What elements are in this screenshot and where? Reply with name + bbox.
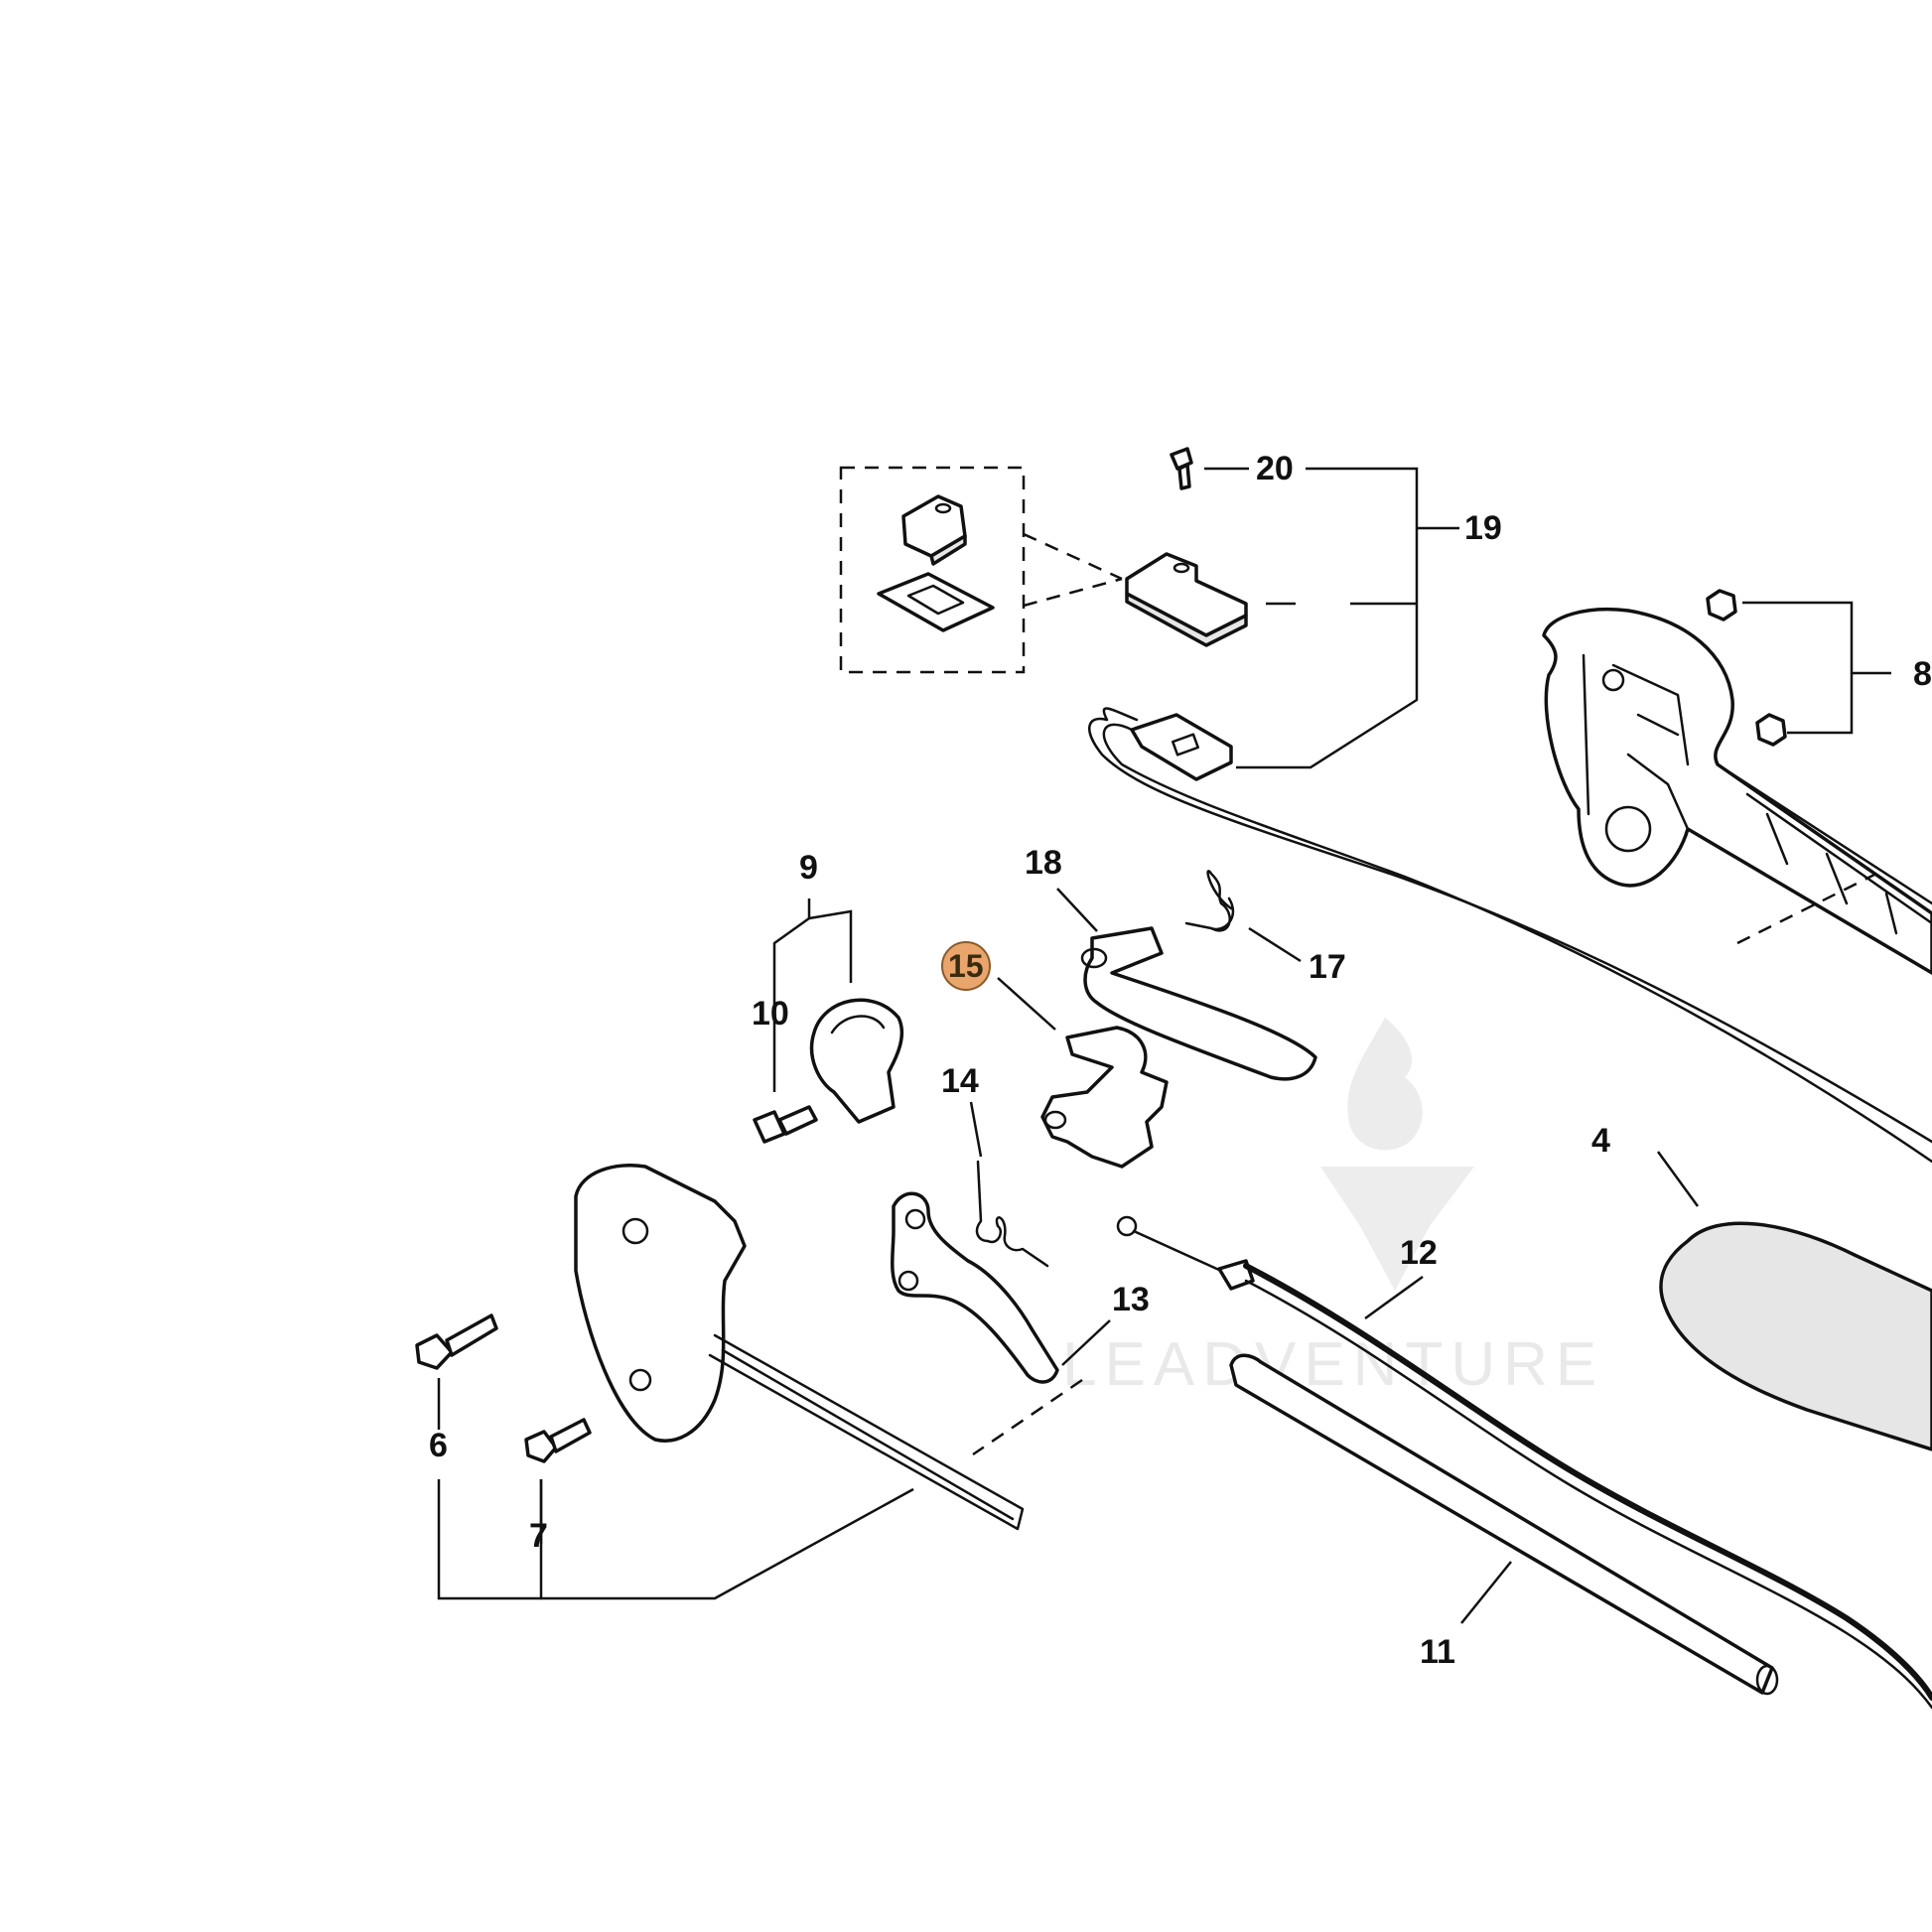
part-13-lever	[891, 1191, 1059, 1384]
part-15-throttle-lever	[1040, 1026, 1169, 1169]
kit-inset-connector-bottom	[1023, 577, 1123, 608]
part-20-clamp	[1125, 552, 1248, 647]
callout-14[interactable]: 14	[941, 1062, 979, 1100]
callout-6[interactable]: 6	[429, 1427, 448, 1464]
part-10-screw	[753, 1105, 818, 1144]
watermark-text: LEADVENTURE	[1062, 1330, 1604, 1399]
callout-8[interactable]: 8	[1913, 655, 1932, 693]
highlight-15-marker	[941, 941, 991, 991]
part-6-screw	[415, 1313, 498, 1370]
callout-19[interactable]: 20	[1256, 450, 1294, 487]
part-12-cable	[1116, 1215, 1932, 1710]
watermark: LEADVENTURE	[1062, 1018, 1604, 1399]
callout-16[interactable]: 18	[1025, 844, 1062, 882]
watermark-v-icon	[1320, 1167, 1474, 1291]
part-19-screw	[1170, 447, 1193, 490]
leader-lines	[437, 467, 1891, 1624]
inset-pad-part	[877, 572, 995, 632]
callout-15[interactable]: 15	[948, 948, 984, 984]
part-18-switch-assembly	[1088, 707, 1932, 1164]
callout-10[interactable]: 10	[752, 995, 789, 1033]
handle-housing-part	[1542, 607, 1932, 975]
callout-labels: 20 19 8 18 17 15 9 10 14 13 12 4 11 6 7	[429, 450, 1932, 1671]
callout-12[interactable]: 12	[1400, 1234, 1438, 1272]
callout-9[interactable]: 9	[799, 849, 818, 887]
kit-inset-box	[839, 466, 1026, 674]
part-7-screw	[524, 1418, 592, 1463]
callout-18[interactable]: 19	[1464, 509, 1502, 547]
part-9-clamp	[809, 998, 904, 1124]
callout-17[interactable]: 17	[1309, 948, 1346, 986]
callout-7[interactable]: 7	[529, 1517, 548, 1555]
callout-13[interactable]: 13	[1112, 1281, 1150, 1318]
part-16-trigger	[1080, 926, 1317, 1081]
inset-nut-part	[901, 494, 967, 566]
watermark-flame-icon	[1347, 1018, 1423, 1151]
kit-inset-connector-top	[1023, 532, 1123, 581]
callout-11[interactable]: 11	[1420, 1633, 1455, 1671]
part-8-nuts	[1706, 589, 1787, 747]
part-17-spring	[1184, 870, 1235, 932]
part-11-tube	[1229, 1353, 1779, 1696]
part-14-spring	[975, 1160, 1049, 1268]
left-handle-part	[574, 1164, 1025, 1531]
callout-4[interactable]: 4	[1591, 1122, 1610, 1160]
part-4-foam-grip	[1659, 1221, 1932, 1451]
